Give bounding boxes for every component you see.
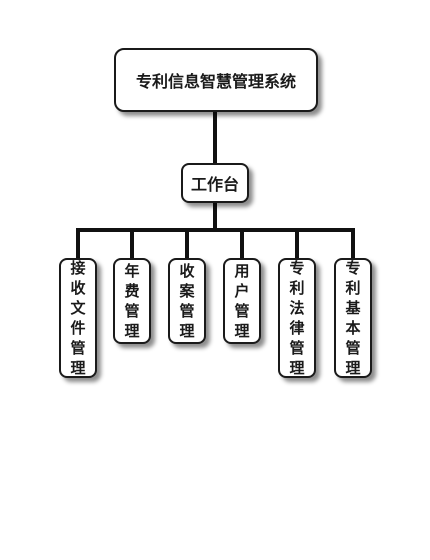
module-label-char: 理 (289, 359, 305, 377)
module-label-char: 年 (124, 262, 140, 280)
module-node-patent-basic: 专利基本管理 (334, 258, 372, 378)
module-label-char: 法 (289, 299, 305, 317)
module-label-char: 管 (70, 339, 86, 357)
module-label-char: 利 (345, 279, 361, 297)
hub-bus-connector (213, 203, 217, 230)
module-label-char: 律 (289, 319, 305, 337)
module-label-char: 管 (179, 302, 195, 320)
module-label-char: 基 (345, 299, 361, 317)
module-node-patent-legal: 专利法律管理 (278, 258, 316, 378)
module-label-char: 本 (345, 319, 361, 337)
drop-connector-3 (185, 228, 189, 260)
module-label-char: 件 (70, 319, 86, 337)
module-label-char: 理 (124, 322, 140, 340)
module-label-char: 管 (345, 339, 361, 357)
module-label-char: 理 (179, 322, 195, 340)
module-label-char: 费 (124, 282, 140, 300)
module-label-char: 案 (179, 282, 195, 300)
root-node-label: 专利信息智慧管理系统 (135, 72, 296, 91)
drop-connector-4 (240, 228, 244, 260)
module-label-char: 理 (345, 359, 361, 377)
module-label-char: 专 (289, 259, 305, 277)
module-label-char: 理 (234, 322, 250, 340)
module-node-annual-fee: 年费管理 (113, 258, 151, 344)
module-node-case-intake: 收案管理 (168, 258, 206, 344)
drop-connector-1 (76, 228, 80, 260)
module-label-char: 户 (234, 282, 250, 300)
drop-connector-5 (295, 228, 299, 260)
module-label-char: 专 (345, 259, 361, 277)
hub-node-label: 工作台 (190, 175, 239, 194)
module-label-char: 管 (124, 302, 140, 320)
root-node: 专利信息智慧管理系统 (114, 48, 318, 112)
module-node-receive-files: 接收文件管理 (59, 258, 97, 378)
hub-node: 工作台 (181, 163, 249, 203)
root-hub-connector (213, 112, 217, 163)
module-label-char: 利 (289, 279, 305, 297)
module-node-user: 用户管理 (223, 258, 261, 344)
module-label-char: 管 (289, 339, 305, 357)
drop-connector-2 (130, 228, 134, 260)
module-label-char: 收 (70, 279, 86, 297)
module-label-char: 管 (234, 302, 250, 320)
module-label-char: 用 (234, 262, 250, 280)
horizontal-bus (76, 228, 355, 232)
module-label-char: 文 (70, 299, 86, 317)
drop-connector-6 (351, 228, 355, 260)
module-label-char: 理 (70, 359, 86, 377)
module-label-char: 收 (179, 262, 195, 280)
module-label-char: 接 (70, 259, 86, 277)
